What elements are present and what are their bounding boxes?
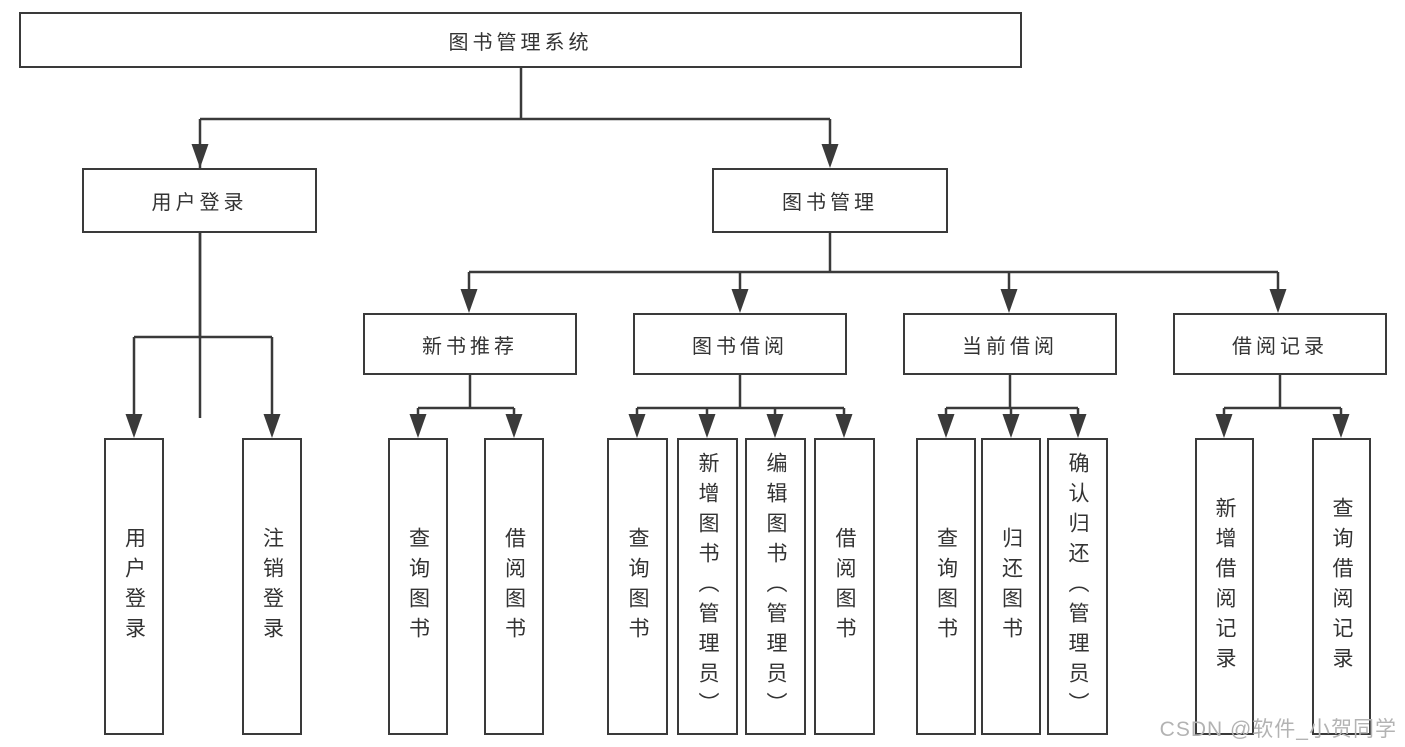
leaf-borrow-books-recommend: 借阅图书	[484, 438, 544, 735]
tree-edges	[132, 68, 1343, 420]
arrow-down-icon	[1000, 289, 1018, 313]
arrow-down-icon	[125, 414, 143, 438]
node-label: 确认归还（管理员）	[1066, 451, 1089, 722]
leaf-query-borrow-record: 查询借阅记录	[1312, 438, 1371, 735]
node-label: 图书管理	[782, 192, 878, 214]
node-label: 查询图书	[934, 526, 958, 647]
edge-records-children	[1222, 375, 1343, 420]
node-label: 新增借阅记录	[1213, 496, 1236, 677]
leaf-query-books-borrowing: 查询图书	[607, 438, 668, 735]
edge-bookmgmt-children	[467, 233, 1280, 295]
edge-userlogin-children	[132, 233, 274, 420]
arrow-down-icon	[698, 414, 716, 438]
arrow-down-icon	[263, 414, 281, 438]
node-label: 新增图书（管理员）	[696, 451, 719, 722]
arrow-down-icon	[191, 144, 209, 168]
arrow-down-icon	[1002, 414, 1020, 438]
leaf-query-books-recommend: 查询图书	[388, 438, 448, 735]
node-library-management-system: 图书管理系统	[19, 12, 1022, 68]
node-label: 当前借阅	[962, 335, 1058, 358]
node-current-borrowing: 当前借阅	[903, 313, 1117, 375]
arrow-down-icon	[460, 289, 478, 313]
node-book-borrowing: 图书借阅	[633, 313, 847, 375]
arrow-down-icon	[1332, 414, 1350, 438]
leaf-add-books-admin: 新增图书（管理员）	[677, 438, 738, 735]
node-label: 编辑图书（管理员）	[764, 451, 787, 722]
node-label: 图书管理系统	[448, 31, 593, 54]
node-label: 注销登录	[260, 526, 284, 647]
node-book-management: 图书管理	[712, 168, 948, 233]
node-label: 新书推荐	[422, 335, 518, 358]
arrow-down-icon	[505, 414, 523, 438]
node-label: 查询图书	[406, 526, 430, 647]
node-label: 用户登录	[122, 526, 146, 647]
leaf-confirm-return-admin: 确认归还（管理员）	[1047, 438, 1108, 735]
node-label: 归还图书	[999, 526, 1023, 647]
node-borrowing-records: 借阅记录	[1173, 313, 1387, 375]
node-label: 查询借阅记录	[1330, 496, 1353, 677]
leaf-return-books: 归还图书	[981, 438, 1041, 735]
arrow-down-icon	[821, 144, 839, 168]
leaf-edit-books-admin: 编辑图书（管理员）	[745, 438, 806, 735]
edge-root-to-level2	[198, 68, 832, 418]
leaf-logout: 注销登录	[242, 438, 302, 735]
arrow-down-icon	[766, 414, 784, 438]
arrow-down-icon	[1269, 289, 1287, 313]
node-user-login: 用户登录	[82, 168, 317, 233]
node-label: 用户登录	[151, 192, 248, 214]
node-label: 借阅图书	[502, 526, 526, 647]
leaf-query-books-current: 查询图书	[916, 438, 976, 735]
csdn-watermark: CSDN @软件_小贺同学	[1159, 718, 1397, 741]
arrow-down-icon	[1215, 414, 1233, 438]
arrow-down-icon	[1069, 414, 1087, 438]
arrow-down-icon	[937, 414, 955, 438]
arrow-down-icon	[628, 414, 646, 438]
leaf-user-login: 用户登录	[104, 438, 164, 735]
edge-newbook-children	[416, 375, 516, 420]
node-new-book-recommend: 新书推荐	[363, 313, 577, 375]
node-label: 查询图书	[626, 526, 649, 647]
node-label: 借阅记录	[1232, 335, 1328, 358]
arrow-down-icon	[835, 414, 853, 438]
arrow-down-icon	[409, 414, 427, 438]
leaf-add-borrow-record: 新增借阅记录	[1195, 438, 1254, 735]
node-label: 图书借阅	[692, 335, 788, 358]
leaf-borrow-books-borrowing: 借阅图书	[814, 438, 875, 735]
edge-borrowing-children	[635, 375, 846, 420]
edge-current-children	[944, 375, 1080, 420]
arrowhead-icons	[125, 144, 1350, 438]
node-label: 借阅图书	[833, 526, 856, 647]
arrow-down-icon	[731, 289, 749, 313]
